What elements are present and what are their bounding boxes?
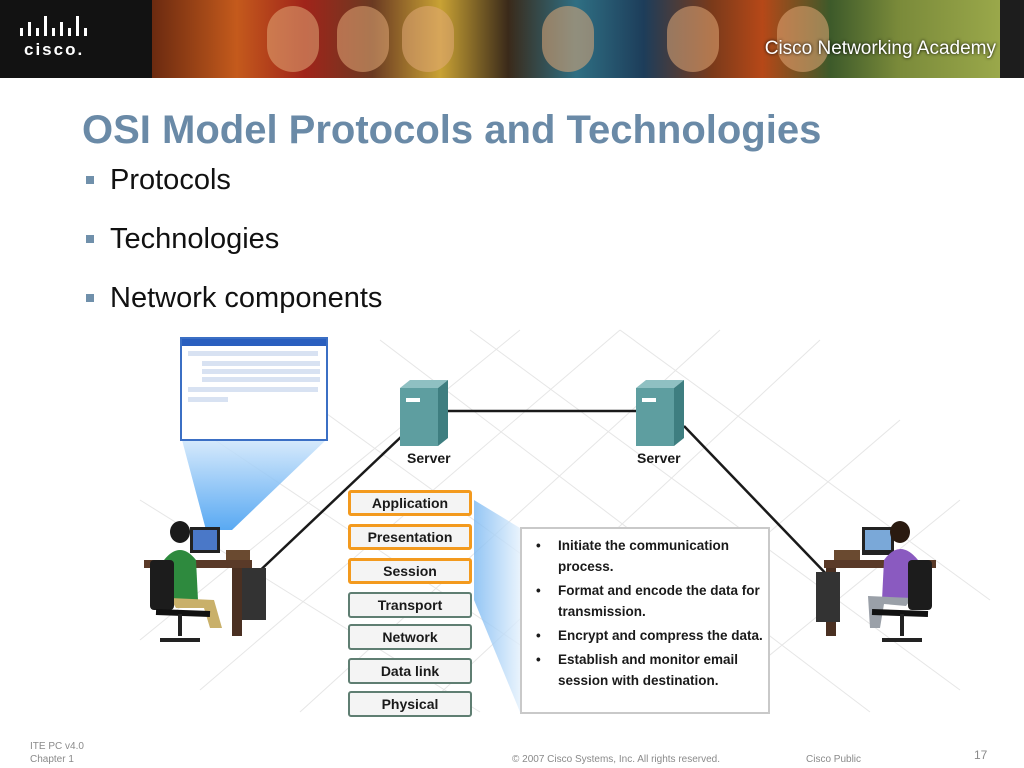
right-user-workstation-icon: [816, 521, 936, 642]
bullet-square-icon: [86, 294, 94, 302]
page-number: 17: [974, 748, 988, 762]
photo-face: [542, 6, 594, 72]
bullet-text: Protocols: [110, 164, 231, 196]
banner-photo-strip: [152, 0, 1000, 78]
osi-layer-physical: Physical: [348, 691, 472, 717]
bullet-dot-icon: •: [536, 652, 541, 667]
bullet-square-icon: [86, 176, 94, 184]
bullet-list: Protocols Technologies Network component…: [86, 164, 382, 341]
screen-beam: [182, 440, 326, 530]
banner-edge: [1000, 0, 1024, 78]
bullet-text: Technologies: [110, 223, 280, 255]
bullet-dot-icon: •: [536, 538, 541, 553]
footer-chapter: Chapter 1: [30, 754, 74, 765]
osi-layer-data-link: Data link: [348, 658, 472, 684]
bullet-dot-icon: •: [536, 628, 541, 643]
bullet-square-icon: [86, 235, 94, 243]
photo-face: [667, 6, 719, 72]
function-item: • Format and encode the data for transmis…: [536, 580, 768, 622]
bullet-text: Network components: [110, 282, 383, 314]
network-cables: [249, 409, 833, 581]
bullet-item: Protocols: [86, 164, 382, 223]
function-item: • Encrypt and compress the data.: [536, 625, 768, 646]
email-cc-field: [202, 369, 320, 374]
osi-layer-application: Application: [348, 490, 472, 516]
bullet-dot-icon: •: [536, 583, 541, 598]
email-titlebar: [182, 339, 326, 346]
email-subject-field: [202, 377, 320, 382]
email-format-bar: [188, 387, 318, 392]
photo-face: [337, 6, 389, 72]
slide-title: OSI Model Protocols and Technologies: [82, 108, 822, 152]
academy-label: Cisco Networking Academy: [764, 38, 996, 59]
server-left-icon: [400, 380, 448, 446]
server-left-label: Server: [407, 450, 451, 466]
function-item: • Establish and monitor email session wit…: [536, 649, 768, 691]
osi-layer-transport: Transport: [348, 592, 472, 618]
email-window-thumbnail: [180, 337, 328, 441]
server-right-icon: [636, 380, 684, 446]
email-body-line: [188, 397, 228, 402]
osi-layer-presentation: Presentation: [348, 524, 472, 550]
cisco-logo: cisco.: [0, 0, 152, 78]
osi-layer-session: Session: [348, 558, 472, 584]
osi-layer-network: Network: [348, 624, 472, 650]
function-text: Encrypt and compress the data.: [558, 628, 763, 643]
email-to-field: [202, 361, 320, 366]
email-toolbar: [188, 351, 318, 356]
server-right-label: Server: [637, 450, 681, 466]
bullet-item: Technologies: [86, 223, 382, 282]
header-banner: cisco. Cisco Networking Academy: [0, 0, 1024, 78]
photo-face: [267, 6, 319, 72]
function-text: Establish and monitor email session with…: [558, 652, 739, 688]
upper-layer-functions-box: • Initiate the communication process. • Fo…: [520, 527, 770, 714]
cisco-bars-icon: [20, 16, 87, 36]
footer-course: ITE PC v4.0: [30, 741, 84, 752]
bullet-item: Network components: [86, 282, 382, 341]
footer-copyright: © 2007 Cisco Systems, Inc. All rights re…: [512, 754, 721, 765]
function-text: Initiate the communication process.: [558, 538, 730, 574]
photo-face: [777, 6, 829, 72]
function-item: • Initiate the communication process.: [536, 535, 768, 577]
photo-face: [402, 6, 454, 72]
osi-beam: [474, 500, 520, 712]
left-user-workstation-icon: [144, 521, 266, 642]
footer-classification: Cisco Public: [806, 754, 862, 765]
cisco-wordmark: cisco.: [24, 40, 85, 59]
function-text: Format and encode the data for transmiss…: [558, 583, 760, 619]
